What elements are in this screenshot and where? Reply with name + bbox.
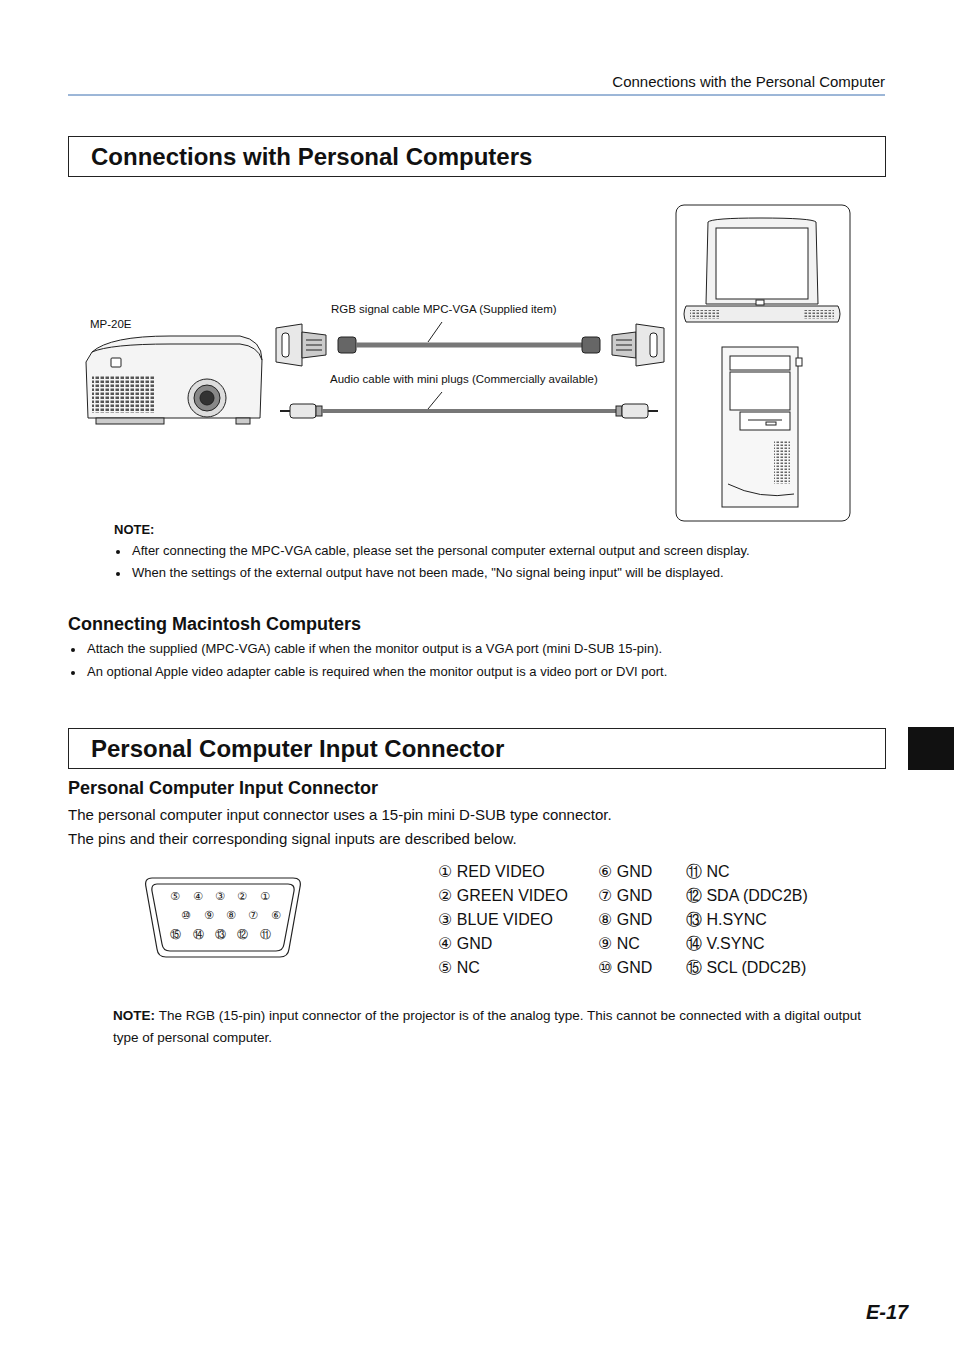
pin-signal: ② GREEN VIDEO — [438, 886, 568, 905]
body-text: The personal computer input connector us… — [68, 806, 612, 824]
leader-line — [428, 322, 442, 342]
cable-label: RGB signal cable MPC-VGA (Supplied item) — [331, 303, 557, 317]
pin-signal: ⑮ SCL (DDC2B) — [686, 958, 806, 977]
pin-signal: ③ BLUE VIDEO — [438, 910, 553, 929]
pin-number: ① — [260, 890, 270, 903]
pin-signal: ⑤ NC — [438, 958, 480, 977]
pin-signal: ⑦ GND — [598, 886, 652, 905]
body-text: An optional Apple video adapter cable is… — [87, 664, 667, 680]
pin-signal: ⑥ GND — [598, 862, 652, 881]
bullet — [116, 572, 120, 576]
running-header: Connections with the Personal Computer — [612, 73, 885, 91]
pin-number: ⑧ — [226, 909, 236, 922]
note-heading: NOTE: — [114, 522, 154, 538]
subheading: Connecting Macintosh Computers — [68, 614, 361, 636]
pin-number: ② — [237, 890, 247, 903]
pin-number: ⑩ — [181, 909, 191, 922]
note-text: When the settings of the external output… — [132, 565, 724, 581]
dsub-connector — [146, 878, 301, 957]
projector-illustration — [86, 336, 262, 424]
pin-number: ⑦ — [248, 909, 258, 922]
pin-signal: ⑫ SDA (DDC2B) — [686, 886, 808, 905]
pin-signal: ④ GND — [438, 934, 492, 953]
note-text: After connecting the MPC-VGA cable, plea… — [132, 543, 750, 559]
audio-cable — [280, 404, 658, 418]
pin-signal: ① RED VIDEO — [438, 862, 545, 881]
pin-number: ⑤ — [170, 890, 180, 903]
section-tab — [908, 727, 954, 770]
computer-illustration — [676, 205, 850, 521]
pin-number: ④ — [193, 890, 203, 903]
pin-number: ⑭ — [193, 928, 204, 941]
bullet — [116, 550, 120, 554]
pin-number: ⑬ — [215, 928, 226, 941]
pin-number: ⑨ — [204, 909, 214, 922]
note-paragraph: NOTE: The RGB (15-pin) input connector o… — [113, 1005, 889, 1049]
pin-signal: ⑧ GND — [598, 910, 652, 929]
heading-box: Connections with Personal Computers — [68, 136, 886, 177]
header-rule — [68, 95, 885, 96]
pin-number: ⑪ — [260, 928, 271, 941]
page-number: E-17 — [866, 1300, 908, 1324]
bullet — [71, 671, 75, 675]
part-name: MP-20E — [90, 318, 132, 332]
body-text: The pins and their corresponding signal … — [68, 830, 517, 848]
heading-text: Connections with Personal Computers — [69, 143, 532, 171]
pin-number: ⑫ — [237, 928, 248, 941]
pin-number: ⑥ — [271, 909, 281, 922]
cable-label: Audio cable with mini plugs (Commerciall… — [330, 373, 598, 387]
bullet — [71, 648, 75, 652]
note-heading: NOTE: — [113, 1008, 155, 1023]
pin-number: ③ — [215, 890, 225, 903]
subheading: Personal Computer Input Connector — [68, 778, 378, 800]
pin-signal: ⑩ GND — [598, 958, 652, 977]
body-text: Attach the supplied (MPC-VGA) cable if w… — [87, 641, 662, 657]
pin-signal: ⑪ NC — [686, 862, 730, 881]
pin-signal: ⑭ V.SYNC — [686, 934, 765, 953]
pin-signal: ⑨ NC — [598, 934, 640, 953]
heading-text: Personal Computer Input Connector — [69, 735, 504, 763]
heading-box: Personal Computer Input Connector — [68, 728, 886, 769]
rgb-cable — [276, 324, 664, 366]
note-text: The RGB (15-pin) input connector of the … — [113, 1008, 861, 1045]
pin-number: ⑮ — [170, 928, 181, 941]
leader-line — [428, 392, 442, 409]
pin-signal: ⑬ H.SYNC — [686, 910, 767, 929]
